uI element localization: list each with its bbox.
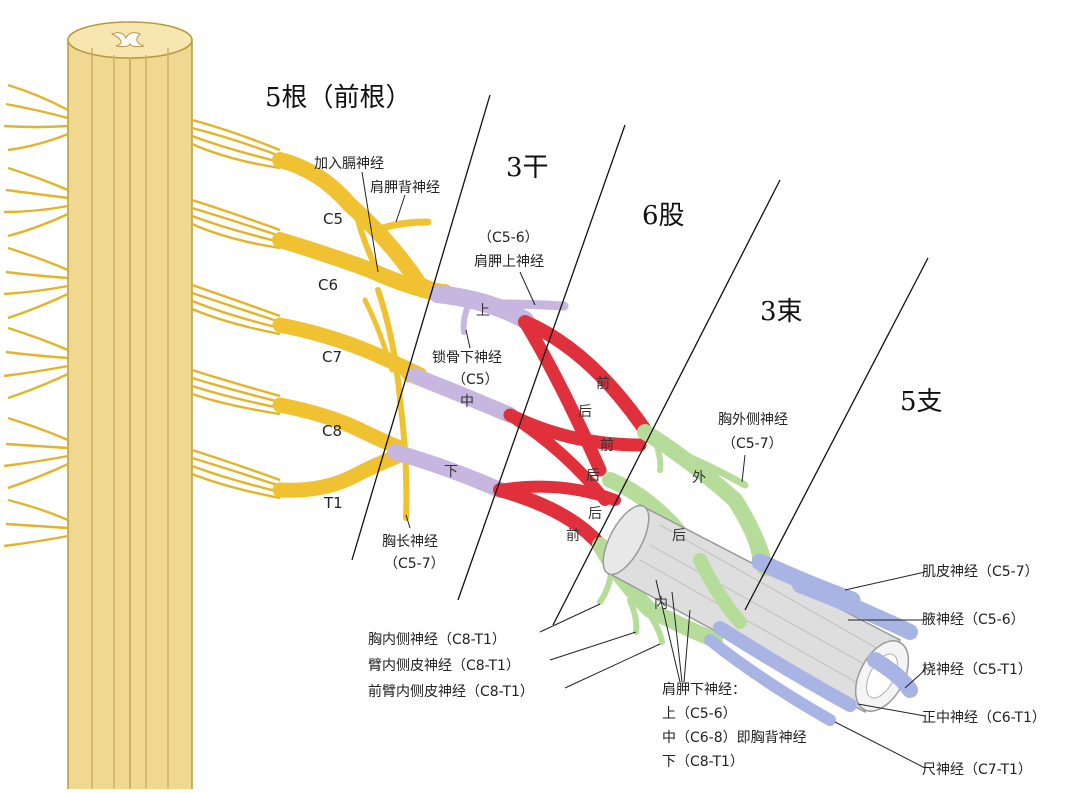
header-trunks: 3干 [506,153,549,183]
root-t1 [272,447,408,498]
seg-ant-1: 前 [596,375,610,392]
root-label-c5: C5 [323,210,343,228]
upper-anterior-division [518,315,652,437]
label-subscapular-upper: 上（C5-6） [662,706,737,722]
label-axillary: 腋神经（C5-6） [922,612,1025,628]
label-median: 正中神经（C6-T1） [922,710,1046,726]
label-medial-pectoral: 胸内侧神经（C8-T1） [368,632,506,648]
terminal-branches [704,553,918,726]
header-divisions: 6股 [642,201,685,231]
upper-trunk [429,285,534,329]
root-c8 [272,397,408,456]
label-lateral-pectoral: 胸外侧神经 [718,412,788,428]
label-ulnar: 尺神经（C7-T1） [922,762,1032,778]
seg-post-3: 后 [588,506,602,522]
header-cords: 3束 [760,297,803,327]
label-musculocutaneous: 肌皮神经（C5-7） [922,564,1039,580]
long-thoracic-branch [375,287,410,521]
seg-posterior-cord: 后 [672,528,686,544]
root-label-c6: C6 [318,276,338,294]
label-phrenic-join: 加入膈神经 [314,156,384,172]
medial-antebrachial-branch [645,609,665,645]
root-label-c7: C7 [322,348,342,366]
right-rootlets [191,118,281,500]
median-nerve [713,621,857,712]
leader-lines [361,171,926,769]
label-subclavian-code: （C5） [452,372,499,388]
left-rootlets [3,83,69,548]
seg-ant-2: 前 [600,437,614,454]
spinal-cord [67,21,193,791]
seg-lower-trunk: 下 [444,464,458,480]
header-branches: 5支 [900,387,943,417]
label-lateral-pectoral-code: （C5-7） [722,436,783,452]
axillary-nerve [792,577,918,640]
label-dorsal-scapular: 肩胛背神经 [370,180,440,196]
dorsal-scapular-branch [368,218,432,236]
seg-post-1: 后 [578,404,592,420]
suprascapular-branch [493,299,569,311]
seg-middle-trunk: 中 [460,394,474,410]
label-medial-antebrachial-cutaneous: 前臂内侧皮神经（C8-T1） [368,683,534,700]
label-long-thoracic-code: （C5-7） [384,556,445,572]
label-suprascapular: 肩胛上神经 [474,254,544,270]
label-medial-brachial-cutaneous: 臂内侧皮神经（C8-T1） [368,658,520,674]
label-subscapular-middle: 中（C6-8）即胸背神经 [662,730,807,746]
divisions [493,315,652,552]
label-suprascapular-code: （C5-6） [478,230,539,246]
section-dividers [351,94,929,626]
radial-nerve [867,652,918,698]
lower-trunk [387,444,508,498]
lower-anterior-division [493,483,607,552]
label-subclavian: 锁骨下神经 [432,350,502,366]
middle-trunk [407,368,518,423]
label-subscapular-title: 肩胛下神经： [662,682,746,698]
header-roots: 5根（前根） [265,83,412,113]
seg-upper-trunk: 上 [476,303,490,319]
seg-medial-cord: 内 [654,596,668,612]
label-long-thoracic: 胸长神经 [382,534,438,550]
label-subscapular-lower: 下（C8-T1） [662,754,744,770]
seg-ant-3: 前 [566,527,580,544]
label-radial: 桡神经（C5-T1） [922,662,1032,678]
root-label-c8: C8 [322,422,342,440]
upper-posterior-division [518,315,607,477]
subclavian-branch [460,299,473,335]
trunks [387,285,569,498]
phrenic-branch [352,205,381,275]
seg-post-2: 后 [586,468,600,484]
lateral-pectoral-branch [666,446,749,489]
medial-brachial-branch [627,597,640,635]
ulnar-nerve [704,634,836,726]
seg-lateral-cord: 外 [692,470,706,486]
root-c6 [272,232,453,303]
axillary-artery [602,503,910,714]
root-label-t1: T1 [323,494,343,512]
